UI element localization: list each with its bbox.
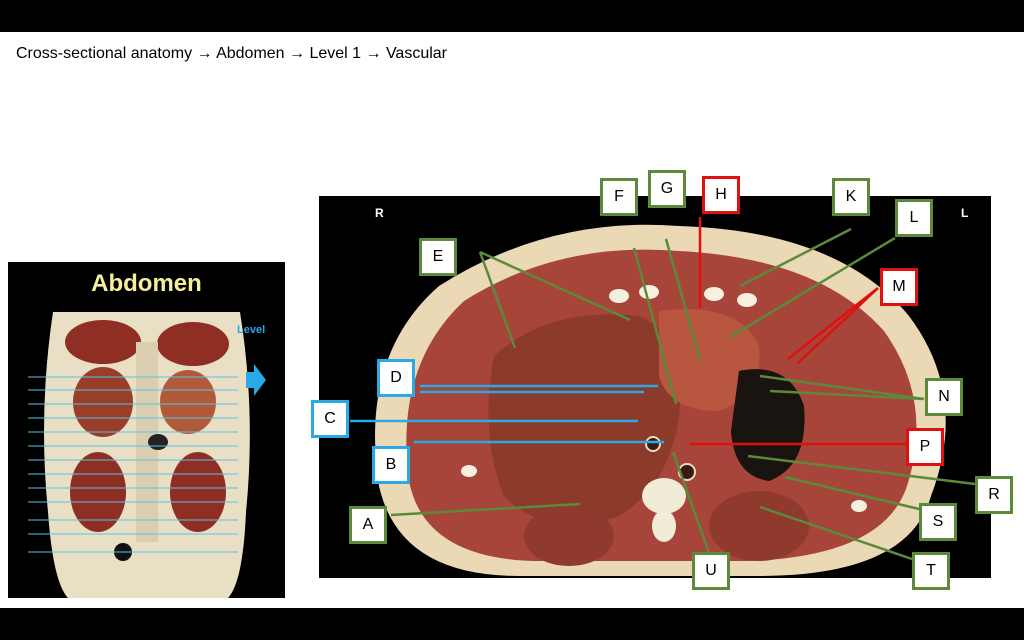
- label-box-r: R: [975, 476, 1013, 514]
- left-side-marker: L: [961, 206, 969, 220]
- coronal-thumbnail: Abdomen: [8, 262, 285, 598]
- label-box-p: P: [906, 428, 944, 466]
- label-box-n: N: [925, 378, 963, 416]
- label-box-t: T: [912, 552, 950, 590]
- label-box-h: H: [702, 176, 740, 214]
- label-box-e: E: [419, 238, 457, 276]
- label-box-c: C: [311, 400, 349, 438]
- label-box-d: D: [377, 359, 415, 397]
- label-box-a: A: [349, 506, 387, 544]
- label-box-f: F: [600, 178, 638, 216]
- label-box-k: K: [832, 178, 870, 216]
- right-side-marker: R: [375, 206, 384, 220]
- label-box-l: L: [895, 199, 933, 237]
- label-box-u: U: [692, 552, 730, 590]
- breadcrumb: Cross-sectional anatomy → Abdomen → Leve…: [16, 45, 448, 62]
- thumbnail-title: Abdomen: [91, 270, 202, 297]
- coronal-section-image: [28, 312, 266, 598]
- slide: Cross-sectional anatomy → Abdomen → Leve…: [0, 32, 1024, 608]
- label-box-m: M: [880, 268, 918, 306]
- label-box-b: B: [372, 446, 410, 484]
- level-arrow-icon: [246, 364, 266, 396]
- level-label: Level: [237, 324, 266, 336]
- label-box-s: S: [919, 503, 957, 541]
- label-box-g: G: [648, 170, 686, 208]
